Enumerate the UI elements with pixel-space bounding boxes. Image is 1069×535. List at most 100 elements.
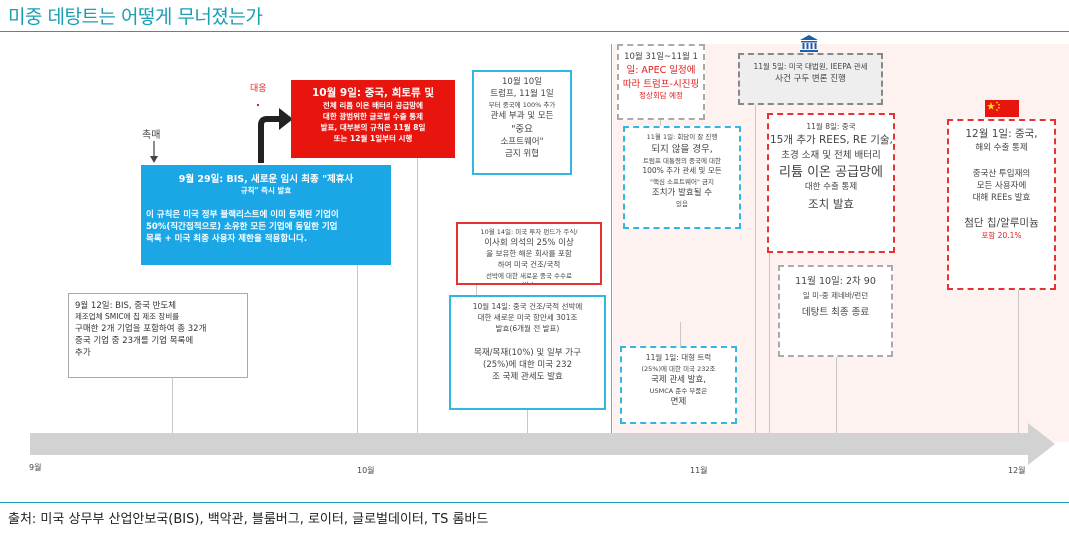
arrow-down-icon: [150, 141, 158, 163]
event-nov5: 11월 5일: 미국 대법원, IEEPA 관세 사건 구두 변론 진행: [738, 53, 883, 105]
event-nov1-truck-tariff: 11월 1일: 대형 트럭 (25%)에 대한 미국 232조 국제 관세 발효…: [620, 346, 737, 424]
month-label-oct: 10월: [357, 466, 375, 475]
sep12-line: 9월 12일: BIS, 중국 반도체: [75, 301, 177, 311]
oct10-line: "중요: [511, 124, 533, 135]
nov1b-line: 11월 1일: 대형 트럭: [645, 353, 712, 362]
event-oct14-china-fee: 10월 14일: 미국 투자 펀드가 주식/ 이사회 의석의 25% 이상 을 …: [456, 222, 602, 285]
source-note: 출처: 미국 상무부 산업안보국(BIS), 백악관, 블룸버그, 로이터, 글…: [8, 512, 489, 527]
oct14b-line: (25%)에 대한 미국 232: [483, 360, 572, 370]
dec1-line: 중국산 투입재의: [972, 169, 1031, 179]
dec1-line: [950, 153, 1053, 167]
oct10-line: 10월 10일: [502, 77, 542, 87]
connector-nov10: [836, 357, 837, 433]
oct9-line: 대한 광범위한 글로벌 수출 통제: [322, 112, 424, 121]
event-nov8: 11월 8일: 중국 15개 추가 REES, RE 기술, 초경 소재 및 전…: [767, 113, 895, 253]
sep12-line: 중국 기업 중 23개를 기업 목록에: [75, 336, 194, 346]
month-label-nov: 11월: [690, 466, 708, 475]
nov1b-line: 국제 관세 발효,: [650, 375, 707, 385]
nov5-line: 11월 5일: 미국 대법원, IEEPA 관세: [753, 62, 868, 71]
nov8-line: 15개 추가 REES, RE 기술,: [770, 134, 893, 146]
nov8-line: 대한 수출 통제: [804, 182, 858, 192]
event-oct10: 10월 10일 트럼프, 11월 1일 부터 중국에 100% 추가 관세 부과…: [472, 70, 572, 175]
oct14a-line: 하여 미국 건조/국적: [497, 260, 561, 269]
sep29-body-line: 목록 + 미국 최종 사용자 제한을 적용합니다.: [146, 234, 308, 244]
nov1a-line: 조치가 발효될 수: [651, 188, 713, 198]
month-label-sep: 9월: [29, 463, 42, 472]
oct14b-line: 10월 14일: 중국 건조/국적 선박에: [472, 302, 583, 311]
oct14b-line: 발효(6개월 전 발표): [495, 324, 560, 333]
nov1a-line: 되지 않을 경우,: [651, 144, 713, 155]
oct31-line: 일: APEC 일정에: [626, 65, 696, 76]
oct31-line: 10월 31일~11월 1: [624, 52, 698, 62]
nov10-line: 데탕트 최종 종료: [801, 307, 870, 318]
courthouse-icon: [800, 35, 818, 52]
oct14a-line: 선박에 대한 새로운 중국 수수료: [485, 272, 572, 280]
timeline-axis: [30, 433, 1028, 455]
dec1-line: 12월 1일: 중국,: [965, 128, 1038, 140]
dec1-line: 해외 수출 통제: [975, 143, 1028, 153]
connector-oct31: [660, 120, 661, 126]
sep29-title-line: 규칙" 즉시 발효: [240, 186, 292, 195]
nov1a-line: 있음: [676, 200, 688, 208]
oct14b-line: 조 국제 관세도 발효: [492, 372, 563, 382]
oct31-line: 따라 트럼프-시진핑: [622, 79, 700, 90]
oct14a-line: 10월 14일: 미국 투자 펀드가 주식/: [480, 228, 578, 236]
oct10-line: 소프트웨어": [500, 137, 544, 147]
sep12-line: 추가: [75, 348, 91, 358]
nov1b-line: (25%)에 대한 미국 232조: [641, 365, 716, 373]
page-title: 미중 데탕트는 어떻게 무너졌는가: [8, 6, 263, 28]
trigger-label: 촉매: [142, 130, 161, 141]
connector-nov5: [755, 105, 756, 433]
nov10-line: 11월 10일: 2차 90: [795, 276, 876, 287]
oct10-line: 금지 위협: [505, 149, 539, 159]
event-sep29: 9월 29일: BIS, 새로운 임시 최종 "제휴사 규칙" 즉시 발효 이 …: [141, 165, 391, 265]
sep29-body-line: 이 규칙은 미국 정부 블랙리스트에 이미 등재된 기업이: [146, 210, 339, 220]
month-label-dec: 12월: [1008, 466, 1026, 475]
turn-right-arrow-icon: [258, 108, 293, 163]
title-divider: [0, 31, 1069, 32]
connector-sep12: [172, 378, 173, 433]
oct14a-line: 을 보유한 해운 회사를 포함: [486, 249, 572, 258]
sep12-line: 제조업체 SMIC에 칩 제조 장비를: [75, 312, 180, 321]
oct14b-line: 목재/목재(10%) 및 일부 가구: [474, 348, 581, 358]
oct10-line: 부터 중국에 100% 추가: [488, 101, 556, 109]
oct14a-line: 발효: [460, 280, 598, 283]
connector-oct10: [476, 282, 477, 302]
timeline-arrowhead: [1028, 423, 1055, 465]
oct9-line: 또는 12월 1일부터 시행: [333, 134, 413, 143]
nov8-line: 11월 8일: 중국: [806, 122, 856, 131]
dec1-line: 대해 REEs 발효: [972, 193, 1031, 203]
event-sep12: 9월 12일: BIS, 중국 반도체 제조업체 SMIC에 칩 제조 장비를 …: [68, 293, 248, 378]
sep29-title-line: 9월 29일: BIS, 새로운 임시 최종 "제휴사: [178, 174, 354, 185]
response-dot: [257, 104, 259, 106]
nov10-line: 일 미-중 제네바/런던: [802, 291, 869, 300]
oct10-line: 트럼프, 11월 1일: [490, 89, 554, 99]
oct14a-line: 이사회 의석의 25% 이상: [484, 238, 574, 248]
event-nov1-tariff-threat: 11월 1일: 회담이 잘 진행 되지 않을 경우, 트럼프 대통령의 중국에 …: [623, 126, 741, 229]
event-nov10: 11월 10일: 2차 90 일 미-중 제네바/런던 데탕트 최종 종료: [778, 265, 893, 357]
event-oct31: 10월 31일~11월 1 일: APEC 일정에 따라 트럼프-시진핑 정상회…: [617, 44, 705, 120]
oct14b-line: 대한 새로운 미국 항만세 301조: [477, 313, 578, 322]
response-label: 대응: [250, 84, 267, 94]
nov1b-line: USMCA 준수 부품은: [649, 387, 708, 395]
nov1a-line: 트럼프 대통령의 중국에 대한: [643, 157, 721, 165]
dec1-line: [950, 203, 1053, 215]
nov8-line: 리튬 이온 공급망에: [779, 165, 883, 180]
sep12-line: 구매한 2개 기업을 포함하여 총 32개: [75, 324, 207, 334]
nov8-line: 초경 소재 및 전체 배터리: [781, 150, 881, 161]
nov1a-line: 100% 추가 관세 및 모든: [642, 166, 722, 175]
event-dec1: 12월 1일: 중국, 해외 수출 통제 중국산 투입재의 모든 사용자에 대해…: [947, 119, 1056, 290]
source-divider: [0, 502, 1069, 503]
dec1-line: 첨단 칩/알루미늄: [964, 217, 1039, 229]
connector-dec1: [1018, 290, 1019, 433]
nov8-line: 조치 발효: [808, 197, 854, 211]
oct9-line: 10월 9일: 중국, 희토류 및: [311, 87, 434, 99]
oct31-line: 정상회담 예정: [639, 91, 683, 100]
dec1-line: 포함 20.1%: [981, 231, 1022, 240]
connector-sep29: [357, 265, 358, 433]
nov1b-line: 면제: [670, 397, 687, 407]
connector-nov1: [680, 322, 681, 346]
nov5-line: 사건 구두 변론 진행: [775, 74, 846, 84]
nov1a-line: "핵심 소프트웨어" 금지: [650, 178, 714, 186]
oct9-line: 발표, 대부분의 규칙은 11월 8일: [320, 123, 426, 132]
